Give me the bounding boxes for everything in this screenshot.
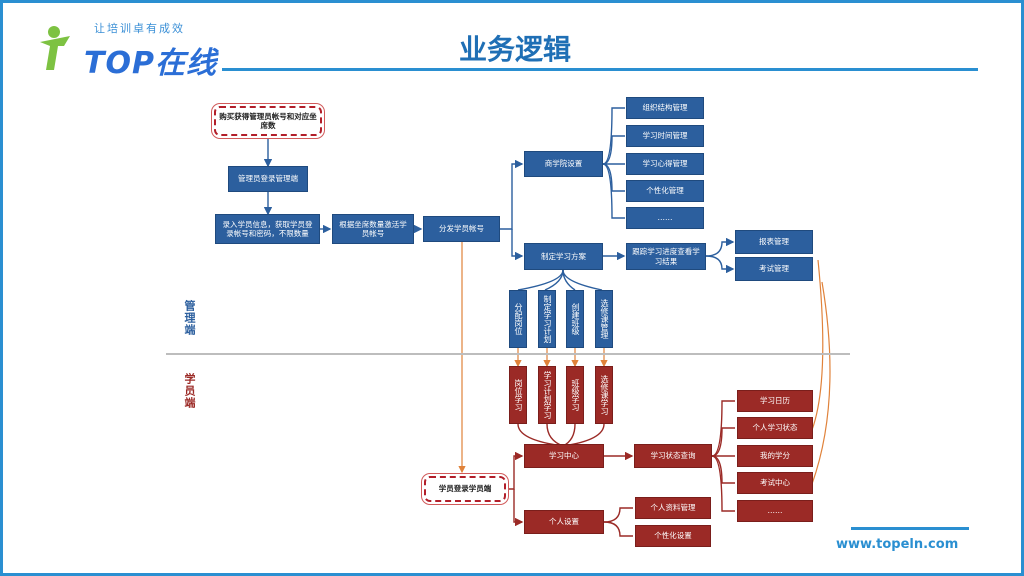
college-item-4: …… — [626, 207, 704, 229]
section-divider — [166, 353, 850, 355]
activate-accounts-node: 根据坐席数量激活学员帐号 — [332, 214, 414, 244]
plan-item-0: 分配岗位 — [509, 290, 527, 348]
plan-item-2: 创建班级 — [566, 290, 584, 348]
status-query-node: 学习状态查询 — [634, 444, 712, 468]
settings-item-0: 个人资料管理 — [635, 497, 711, 519]
logo-tagline: 让培训卓有成效 — [94, 22, 185, 35]
plan-item-3: 选修课管理 — [595, 290, 613, 348]
learn-item-3: 选修课学习 — [595, 366, 613, 424]
student-login-node: 学员登录学员端 — [424, 476, 506, 502]
footer-line — [851, 527, 969, 530]
track-progress-node: 跟踪学习进度查看学习结果 — [626, 243, 706, 270]
page-title: 业务逻辑 — [458, 33, 571, 66]
input-students-node: 录入学员信息，获取学员登录帐号和密码，不限数量 — [215, 214, 320, 244]
college-item-3: 个性化管理 — [626, 180, 704, 202]
status-item-0: 学习日历 — [737, 390, 813, 412]
settings-item-1: 个性化设置 — [635, 525, 711, 547]
learn-item-0: 岗位学习 — [509, 366, 527, 424]
status-item-2: 我的学分 — [737, 445, 813, 467]
learn-item-1: 学习计划学习 — [538, 366, 556, 424]
title-underline — [222, 68, 978, 71]
learning-center-node: 学习中心 — [524, 444, 604, 468]
manager-side-label: 管理端 — [183, 300, 196, 336]
college-item-1: 学习时间管理 — [626, 125, 704, 147]
logo-brand: TOP在线 — [84, 46, 217, 81]
exam-management-node: 考试管理 — [735, 257, 813, 281]
status-item-1: 个人学习状态 — [737, 417, 813, 439]
purchase-account-node: 购买获得管理员帐号和对应坐席数 — [214, 106, 322, 136]
college-item-0: 组织结构管理 — [626, 97, 704, 119]
plan-item-1: 制定学习计划 — [538, 290, 556, 348]
status-item-4: …… — [737, 500, 813, 522]
footer-url[interactable]: www.topeln.com — [836, 537, 959, 552]
college-settings-node: 商学院设置 — [524, 151, 603, 177]
college-item-2: 学习心得管理 — [626, 153, 704, 175]
logo-figure-icon — [40, 26, 70, 70]
learn-item-2: 班级学习 — [566, 366, 584, 424]
logo: 让培训卓有成效 TOP在线 — [36, 20, 216, 81]
assign-accounts-node: 分发学员帐号 — [423, 216, 500, 242]
personal-settings-node: 个人设置 — [524, 510, 604, 534]
student-side-label: 学员端 — [183, 373, 196, 409]
report-management-node: 报表管理 — [735, 230, 813, 254]
admin-login-node: 管理员登录管理端 — [228, 166, 308, 192]
status-item-3: 考试中心 — [737, 472, 813, 494]
learning-plan-node: 制定学习方案 — [524, 243, 603, 270]
